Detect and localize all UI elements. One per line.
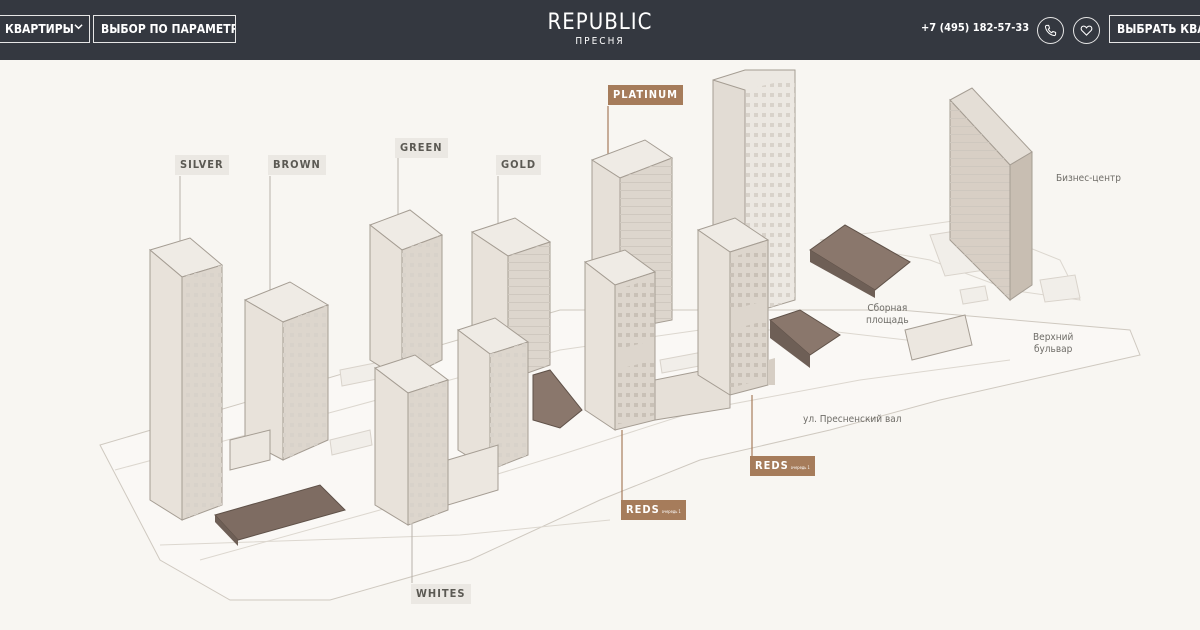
gold-building [470, 217, 552, 381]
complex-map: SILVER BROWN GREEN GOLD PLATINUM WHITES … [0, 60, 1200, 630]
heart-icon [1080, 25, 1093, 36]
building-label-whites[interactable]: WHITES [411, 584, 471, 604]
apartments-label: КВАРТИРЫ [5, 22, 74, 36]
building-label-green[interactable]: GREEN [395, 138, 448, 158]
phone-number-link[interactable]: +7 (495) 182-57-33 [921, 21, 1030, 34]
site-logo[interactable]: REPUBLIC ПРЕСНЯ [540, 12, 660, 48]
site-header: КВАРТИРЫ ВЫБОР ПО ПАРАМЕТРАМ REPUBLIC ПР… [0, 0, 1200, 60]
logo-subtitle: ПРЕСНЯ [575, 36, 625, 47]
logo-title: REPUBLIC [547, 10, 653, 35]
search-by-params-button[interactable]: ВЫБОР ПО ПАРАМЕТРАМ [93, 15, 236, 43]
boulevard-label-line1: Верхний [1033, 332, 1074, 343]
apartments-menu-button[interactable]: КВАРТИРЫ [0, 15, 90, 43]
callback-button[interactable] [1037, 17, 1064, 44]
boulevard-label: Верхний бульвар [1033, 332, 1073, 356]
square-label-line1: Сборная [867, 303, 908, 314]
favorites-button[interactable] [1073, 17, 1100, 44]
building-label-brown[interactable]: BROWN [268, 155, 326, 175]
reds-1-title: REDS [626, 503, 660, 516]
building-label-platinum[interactable]: PLATINUM [608, 85, 683, 105]
square-label: Сборная площадь [866, 303, 909, 327]
building-label-silver[interactable]: SILVER [175, 155, 229, 175]
business-center-label: Бизнес-центр [1056, 173, 1121, 184]
choose-apartment-button[interactable]: ВЫБРАТЬ КВАРТ [1109, 15, 1200, 43]
reds-building-2 [696, 217, 775, 396]
street-label: ул. Пресненский вал [803, 414, 902, 425]
phone-icon [1044, 24, 1057, 37]
platinum-building [590, 139, 674, 331]
brown-building [229, 281, 330, 471]
reds-1-subtitle: очередь 1 [661, 509, 681, 514]
whites-building [373, 317, 530, 526]
chevron-down-icon [74, 24, 83, 30]
masterplan-drawing [99, 69, 1141, 601]
boulevard-label-line2: бульвар [1033, 344, 1073, 355]
silver-building [148, 237, 224, 521]
business-center-building [949, 87, 1033, 302]
reds-2-subtitle: очередь 1 [790, 465, 810, 470]
square-label-line2: площадь [866, 315, 909, 326]
building-label-gold[interactable]: GOLD [496, 155, 542, 175]
reds-leader-lines [607, 106, 753, 500]
reds-2-title: REDS [755, 459, 789, 472]
green-building [368, 209, 444, 381]
dark-low-buildings [214, 224, 973, 546]
